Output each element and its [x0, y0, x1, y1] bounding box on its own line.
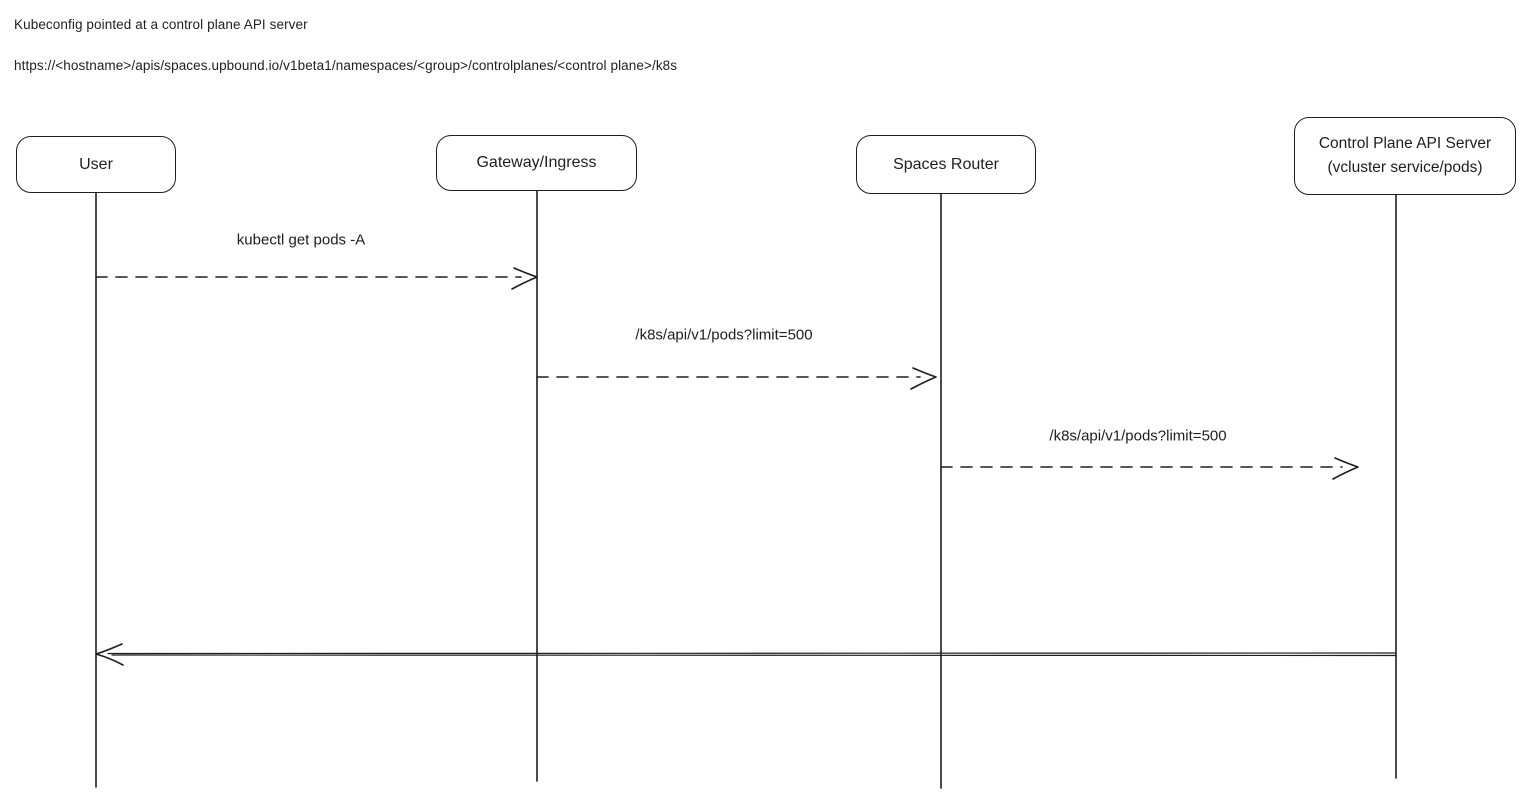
- actor-sublabel-control-plane: (vcluster service/pods): [1327, 159, 1483, 176]
- actor-box-gateway-ingress: Gateway/Ingress: [436, 135, 637, 191]
- actor-label-user: User: [79, 155, 113, 173]
- diagram-subtitle-url: https://<hostname>/apis/spaces.upbound.i…: [14, 58, 678, 73]
- actor-box-user: User: [16, 136, 176, 193]
- message-arrow-2-head: [910, 367, 937, 390]
- actor-box-spaces-router: Spaces Router: [856, 135, 1036, 194]
- actor-box-control-plane: Control Plane API Server (vcluster servi…: [1294, 117, 1516, 195]
- return-arrow-line: [107, 652, 1397, 655]
- message-label-1: kubectl get pods -A: [236, 231, 366, 249]
- actor-label-spaces-router: Spaces Router: [893, 155, 999, 173]
- actor-label-gateway-ingress: Gateway/Ingress: [476, 154, 597, 171]
- message-arrow-3-head: [1332, 457, 1359, 480]
- message-arrow-1-head: [511, 267, 538, 290]
- message-label-3: /k8s/api/v1/pods?limit=500: [1049, 427, 1227, 445]
- return-arrow-head: [95, 643, 124, 666]
- return-arrow-line-2: [111, 654, 1397, 657]
- message-label-2: /k8s/api/v1/pods?limit=500: [635, 326, 813, 344]
- diagram-title: Kubeconfig pointed at a control plane AP…: [14, 17, 308, 32]
- actor-label-control-plane: Control Plane API Server: [1318, 135, 1492, 152]
